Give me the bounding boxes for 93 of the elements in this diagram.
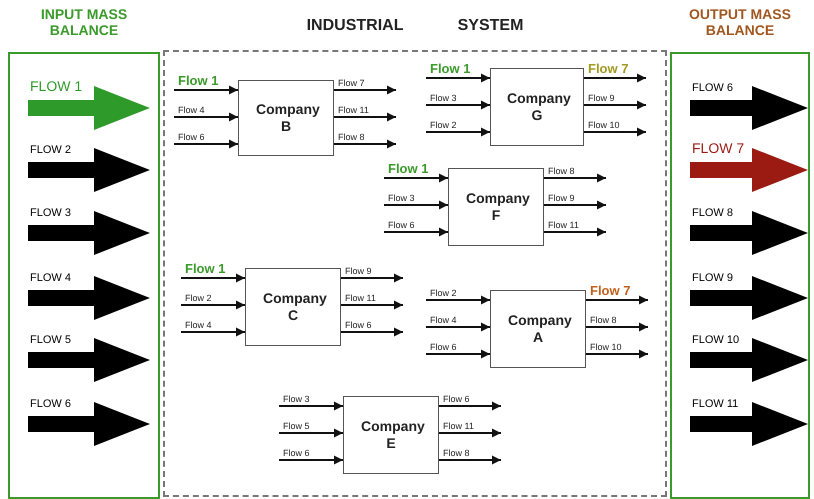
arrow xyxy=(334,140,396,148)
arrow xyxy=(544,174,606,182)
arrow xyxy=(439,428,501,438)
edge-label: Flow 5 xyxy=(283,421,310,431)
arrow xyxy=(544,228,606,236)
edge-label: Flow 11 xyxy=(338,105,369,115)
arrow xyxy=(341,328,403,336)
arrow xyxy=(426,74,490,82)
edge-label: Flow 1 xyxy=(430,62,470,76)
arrow xyxy=(586,350,648,358)
edge-label: Flow 11 xyxy=(443,421,474,431)
arrow xyxy=(584,128,646,136)
flow-label: FLOW 10 xyxy=(692,334,740,346)
arrow xyxy=(279,402,343,410)
edge-label: Flow 7 xyxy=(588,62,628,76)
company-box: Company F xyxy=(448,168,544,246)
arrow xyxy=(384,200,448,210)
edge-label: Flow 7 xyxy=(590,284,630,298)
arrow xyxy=(384,174,448,182)
arrow xyxy=(584,100,646,110)
flow-label: FLOW 3 xyxy=(30,207,71,219)
panel-heading: INPUT MASS BALANCE xyxy=(40,6,128,38)
panel-heading: INDUSTRIAL SYSTEM xyxy=(306,18,524,34)
arrow xyxy=(426,100,490,110)
arrow xyxy=(279,456,343,464)
arrow xyxy=(174,140,238,148)
edge-label: Flow 6 xyxy=(443,394,470,404)
edge-label: Flow 3 xyxy=(430,93,457,103)
edge-label: Flow 11 xyxy=(548,220,579,230)
arrow xyxy=(544,200,606,210)
arrow xyxy=(426,296,490,304)
panel-heading: OUTPUT MASS BALANCE xyxy=(688,6,792,38)
flow-label: FLOW 2 xyxy=(30,144,71,156)
flow-label: FLOW 9 xyxy=(692,272,733,284)
flow-label: FLOW 5 xyxy=(30,334,71,346)
edge-label: Flow 8 xyxy=(590,315,617,325)
edge-label: Flow 8 xyxy=(338,132,365,142)
arrow xyxy=(586,296,648,304)
arrow xyxy=(279,428,343,438)
company-box: Company E xyxy=(343,396,439,474)
edge-label: Flow 10 xyxy=(590,342,622,352)
company-box: Company A xyxy=(490,290,586,368)
edge-label: Flow 6 xyxy=(283,448,310,458)
edge-label: Flow 4 xyxy=(178,105,205,115)
edge-label: Flow 9 xyxy=(588,93,615,103)
arrow xyxy=(334,112,396,122)
edge-label: Flow 9 xyxy=(345,266,372,276)
edge-label: Flow 1 xyxy=(178,74,218,88)
arrow xyxy=(426,322,490,332)
edge-label: Flow 4 xyxy=(185,320,212,330)
flow-label: FLOW 6 xyxy=(692,82,733,94)
edge-label: Flow 9 xyxy=(548,193,575,203)
arrow xyxy=(439,402,501,410)
arrow xyxy=(341,274,403,282)
edge-label: Flow 2 xyxy=(430,288,457,298)
arrow xyxy=(174,86,238,94)
arrow xyxy=(174,112,238,122)
arrow xyxy=(181,300,245,310)
edge-label: Flow 8 xyxy=(548,166,575,176)
arrow xyxy=(426,350,490,358)
flow-label: FLOW 11 xyxy=(692,398,738,410)
arrow xyxy=(341,300,403,310)
edge-label: Flow 11 xyxy=(345,293,376,303)
company-box: Company C xyxy=(245,268,341,346)
flow-label: FLOW 4 xyxy=(30,272,71,284)
edge-label: Flow 1 xyxy=(185,262,226,276)
flow-label: FLOW 6 xyxy=(30,398,71,410)
edge-label: Flow 2 xyxy=(430,120,457,130)
arrow xyxy=(586,322,648,332)
flow-label: FLOW 8 xyxy=(692,207,733,219)
arrow xyxy=(426,128,490,136)
edge-label: Flow 7 xyxy=(338,78,365,88)
edge-label: Flow 8 xyxy=(443,448,470,458)
edge-label: Flow 6 xyxy=(388,220,415,230)
edge-label: Flow 1 xyxy=(388,162,428,176)
edge-label: Flow 3 xyxy=(283,394,310,404)
edge-label: Flow 2 xyxy=(185,293,212,303)
flow-label: FLOW 7 xyxy=(692,142,744,154)
arrow xyxy=(584,74,646,82)
arrow xyxy=(181,274,245,282)
arrow xyxy=(384,228,448,236)
edge-label: Flow 6 xyxy=(430,342,457,352)
flow-label: FLOW 1 xyxy=(30,80,82,92)
edge-label: Flow 6 xyxy=(178,132,205,142)
edge-label: Flow 3 xyxy=(388,193,415,203)
company-box: Company G xyxy=(490,68,584,146)
arrow xyxy=(439,456,501,464)
edge-label: Flow 10 xyxy=(588,120,620,130)
company-box: Company B xyxy=(238,80,334,156)
edge-label: Flow 6 xyxy=(345,320,372,330)
edge-label: Flow 4 xyxy=(430,315,457,325)
arrow xyxy=(181,328,245,336)
arrow xyxy=(334,86,396,94)
